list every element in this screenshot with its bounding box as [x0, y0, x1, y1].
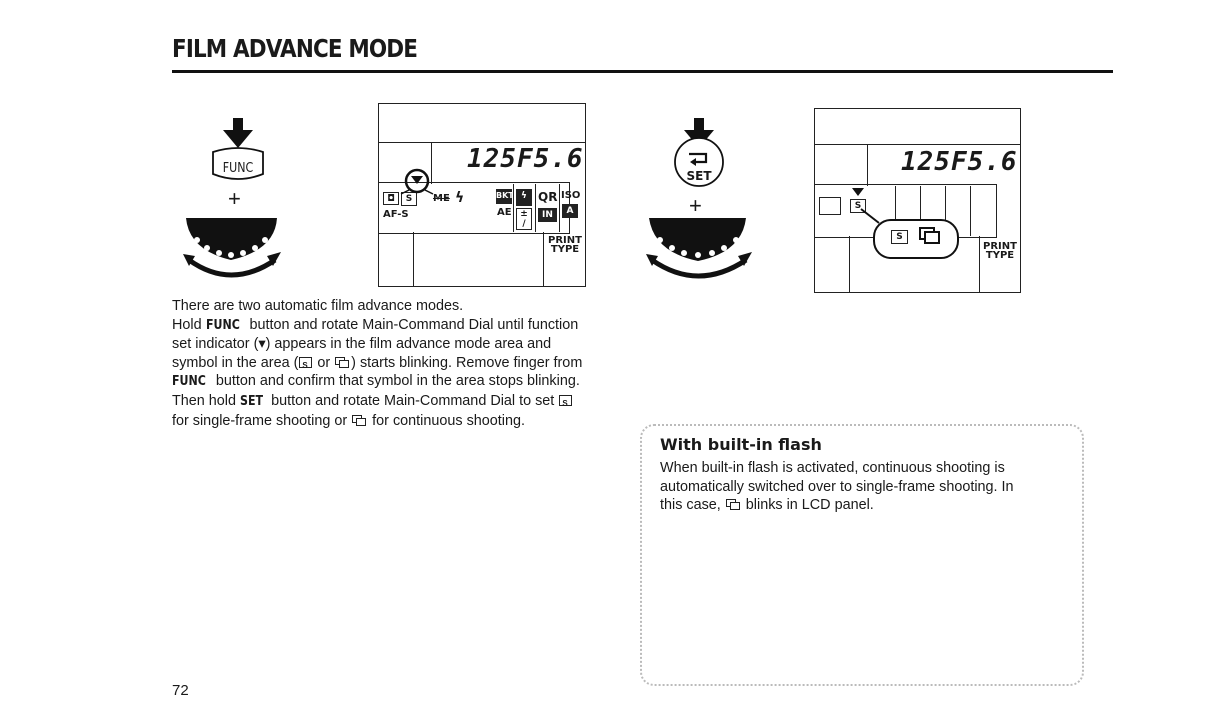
set-indicator-icon [852, 188, 864, 196]
exposure-comp-icon: ±∕ [516, 208, 532, 230]
single-frame-icon [299, 356, 313, 375]
page-number: 72 [172, 682, 189, 699]
page-title: FILM ADVANCE MODE [172, 34, 418, 63]
func-button-label: FUNC [222, 161, 254, 176]
down-arrow-icon [223, 118, 253, 148]
iso-label: ISO [561, 190, 581, 201]
continuous-shooting-icon [352, 414, 367, 426]
body-text: There are two automatic film advance mod… [172, 297, 622, 430]
note-title: With built-in flash [660, 435, 822, 454]
lcd-panel-left: 125F5.6 ◘ S AF-S ME ϟ BKT AE ϟ ±∕ QR IN … [378, 103, 586, 287]
set-dial-figure: SET + [646, 114, 752, 289]
empty-mode-box [819, 197, 841, 215]
set-inline: SET [240, 393, 264, 409]
plus-sign: + [228, 186, 241, 211]
set-indicator-icon [400, 168, 434, 195]
command-dial-icon [646, 218, 752, 279]
shutter-aperture-display: 125F5.6 [467, 144, 584, 174]
ae-label: AE [497, 207, 512, 218]
continuous-shooting-icon [335, 356, 350, 368]
blinking-callout [873, 219, 959, 259]
continuous-shooting-icon [725, 499, 741, 511]
in-label: IN [538, 208, 557, 222]
plus-sign: + [689, 193, 702, 218]
callout-pointer [860, 208, 880, 224]
me-label: ME [433, 193, 450, 204]
film-symbol-icon: ◘ [383, 192, 399, 205]
func-button-icon [212, 147, 264, 180]
bracketing-label: BKT [496, 189, 514, 204]
shutter-aperture-display: 125F5.6 [901, 147, 1018, 177]
flash-icon: ϟ [455, 190, 465, 206]
func-inline: FUNC [205, 317, 240, 333]
qr-label: QR [538, 190, 558, 204]
command-dial-icon [183, 218, 281, 278]
single-frame-icon: S [891, 230, 908, 244]
func-inline: FUNC [172, 374, 206, 390]
continuous-shooting-icon [919, 227, 940, 244]
func-dial-figure: FUNC + [183, 114, 295, 289]
flash-mode-icon: ϟ [516, 189, 532, 206]
set-button-label: SET [686, 169, 712, 183]
set-button-icon [674, 137, 724, 187]
note-box [640, 424, 1084, 686]
title-rule [172, 70, 1113, 73]
single-frame-icon: S [850, 199, 866, 213]
note-body: When built-in flash is activated, contin… [660, 460, 1014, 514]
af-mode-label: AF-S [383, 209, 409, 220]
single-frame-icon: S [401, 192, 417, 206]
single-frame-icon [559, 394, 573, 414]
iso-mode-label: A [562, 204, 578, 218]
